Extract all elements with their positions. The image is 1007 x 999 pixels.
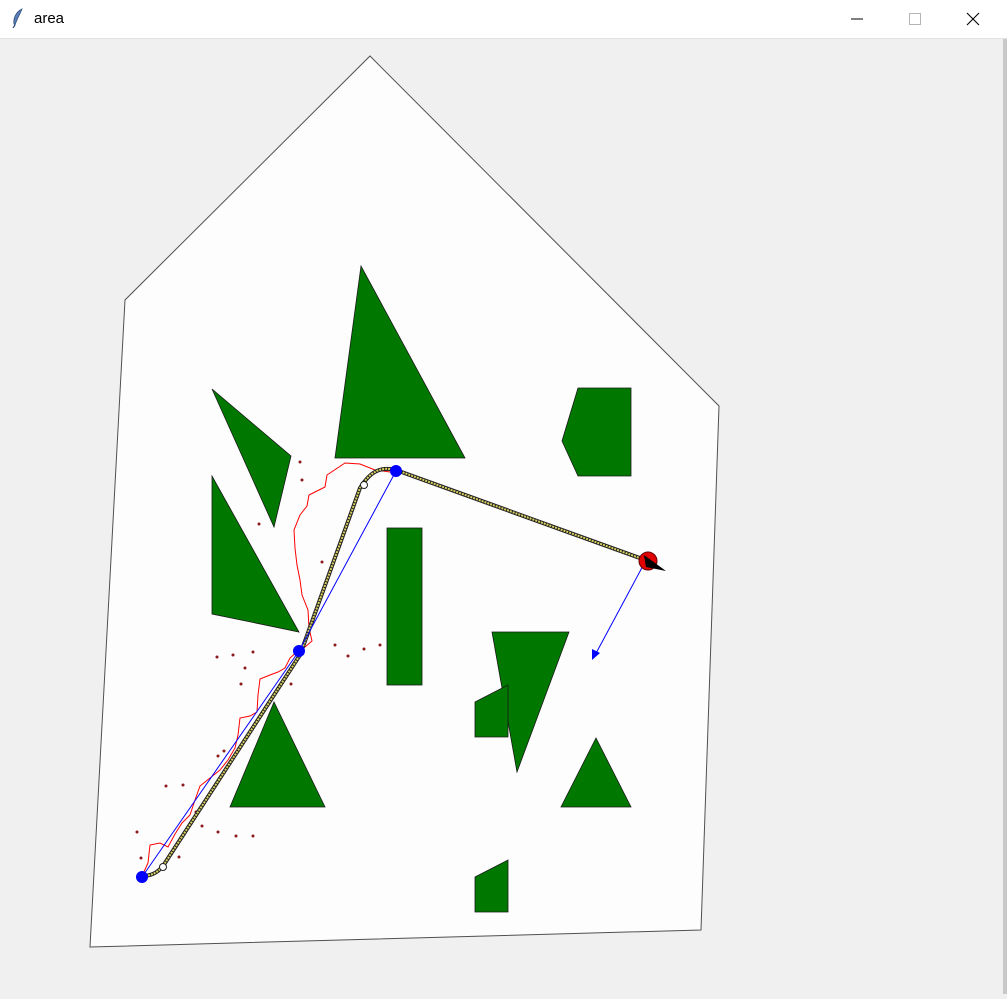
sample-points bbox=[135, 460, 382, 860]
robot-heading-icon bbox=[644, 555, 666, 571]
sample-point bbox=[300, 478, 304, 482]
trajectory bbox=[141, 466, 649, 878]
obstacle-triangle-upper-left bbox=[211, 388, 292, 529]
waypoint-start bbox=[136, 871, 148, 883]
sample-point bbox=[289, 682, 293, 686]
minimize-icon bbox=[851, 18, 863, 20]
area-boundary bbox=[89, 55, 720, 948]
sample-point bbox=[243, 666, 247, 670]
trajectory-marker bbox=[159, 863, 167, 871]
feather-icon bbox=[12, 8, 23, 28]
sample-point bbox=[333, 643, 337, 647]
sample-point bbox=[362, 647, 366, 651]
sample-point bbox=[135, 830, 139, 834]
heading-arrowhead bbox=[592, 649, 600, 660]
robot bbox=[638, 551, 666, 571]
sample-point bbox=[234, 834, 238, 838]
window-right-border bbox=[1003, 39, 1007, 994]
obstacle-hexagon bbox=[561, 387, 632, 477]
obstacle-triangle-lower-left bbox=[229, 701, 326, 808]
sample-point bbox=[251, 834, 255, 838]
sample-point bbox=[216, 754, 220, 758]
trajectory-line bbox=[141, 467, 649, 877]
obstacle-quad-bottom bbox=[474, 859, 509, 913]
maximize-button[interactable] bbox=[886, 0, 944, 38]
obstacle-triangle-right bbox=[560, 737, 632, 808]
maximize-icon bbox=[909, 13, 921, 25]
obstacles bbox=[211, 264, 632, 913]
obstacle-rectangle-tall bbox=[386, 527, 423, 686]
sample-point bbox=[200, 824, 204, 828]
close-icon bbox=[966, 12, 980, 26]
explored-path bbox=[141, 462, 391, 877]
heading-line bbox=[593, 561, 646, 658]
obstacle-triangle-large bbox=[334, 264, 466, 459]
sample-point bbox=[320, 560, 324, 564]
window-title: area bbox=[34, 10, 65, 27]
sample-point bbox=[251, 650, 255, 654]
sample-point bbox=[222, 749, 226, 753]
sample-point bbox=[216, 830, 220, 834]
title-bar: area bbox=[0, 0, 1007, 39]
sample-point bbox=[139, 856, 143, 860]
sample-point bbox=[378, 643, 382, 647]
sample-point bbox=[298, 460, 302, 464]
sample-point bbox=[177, 855, 181, 859]
sample-point bbox=[164, 784, 168, 788]
sample-point bbox=[346, 654, 350, 658]
sample-point bbox=[231, 653, 235, 657]
sample-point bbox=[239, 682, 243, 686]
trajectory-marker bbox=[360, 481, 368, 489]
obstacle-quad-small bbox=[474, 684, 509, 738]
obstacle-triangle-left bbox=[211, 474, 300, 633]
area-map bbox=[89, 55, 720, 948]
sample-point bbox=[257, 522, 261, 526]
sample-point bbox=[215, 655, 219, 659]
sample-point bbox=[181, 783, 185, 787]
waypoint-middle bbox=[293, 645, 305, 657]
minimize-button[interactable] bbox=[828, 0, 886, 38]
heading-vector bbox=[592, 561, 646, 660]
waypoints bbox=[136, 465, 402, 883]
close-button[interactable] bbox=[944, 0, 1002, 38]
waypoint-upper bbox=[390, 465, 402, 477]
drawing-canvas[interactable] bbox=[0, 39, 1003, 994]
